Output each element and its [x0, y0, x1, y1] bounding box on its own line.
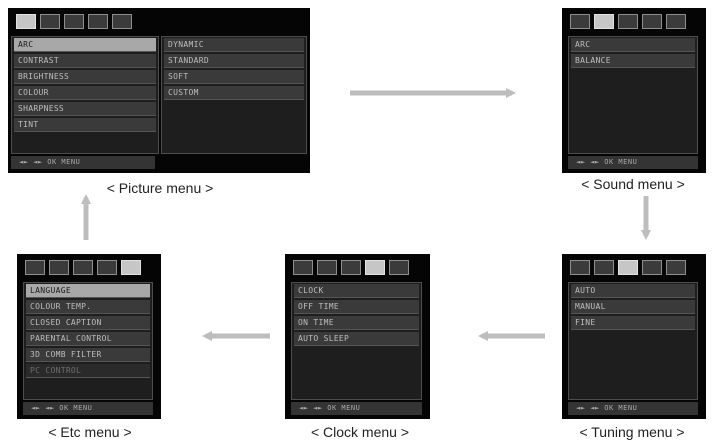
menu-item[interactable]: PARENTAL CONTROL: [26, 332, 150, 346]
clock-icon[interactable]: [642, 260, 662, 275]
menu-tabs: [25, 260, 141, 275]
menu-item[interactable]: SHARPNESS: [14, 102, 156, 116]
picture-icon[interactable]: [570, 260, 590, 275]
tuning-item-panel: AUTO MANUAL FINE: [568, 282, 698, 400]
etc-item-panel: LANGUAGE COLOUR TEMP. CLOSED CAPTION PAR…: [23, 282, 153, 400]
menu-item[interactable]: LANGUAGE: [26, 284, 150, 298]
sound-menu-screen: ARC BALANCE ◄► ◄► OK MENU: [562, 8, 706, 173]
menu-item[interactable]: CLOCK: [294, 284, 419, 298]
etc-menu-screen: LANGUAGE COLOUR TEMP. CLOSED CAPTION PAR…: [17, 254, 161, 419]
menu-item[interactable]: BALANCE: [571, 54, 695, 68]
etc-icon[interactable]: [666, 14, 686, 29]
navigation-hint: ◄► ◄► OK MENU: [568, 156, 698, 169]
submenu-item[interactable]: DYNAMIC: [164, 38, 304, 52]
menu-item[interactable]: CLOSED CAPTION: [26, 316, 150, 330]
sound-icon[interactable]: [594, 14, 614, 29]
tuning-icon[interactable]: [618, 260, 638, 275]
sound-icon[interactable]: [49, 260, 69, 275]
menu-tabs: [293, 260, 409, 275]
menu-item[interactable]: COLOUR TEMP.: [26, 300, 150, 314]
menu-item[interactable]: AUTO SLEEP: [294, 332, 419, 346]
picture-item-panel: ARC CONTRAST BRIGHTNESS COLOUR SHARPNESS…: [11, 36, 159, 154]
sound-icon[interactable]: [40, 14, 60, 29]
submenu-item[interactable]: STANDARD: [164, 54, 304, 68]
menu-item: PC CONTROL: [26, 364, 150, 378]
picture-icon[interactable]: [570, 14, 590, 29]
menu-tabs: [570, 14, 686, 29]
clock-menu-screen: CLOCK OFF TIME ON TIME AUTO SLEEP ◄► ◄► …: [285, 254, 430, 419]
menu-item[interactable]: CONTRAST: [14, 54, 156, 68]
clock-item-panel: CLOCK OFF TIME ON TIME AUTO SLEEP: [291, 282, 422, 400]
sound-icon[interactable]: [317, 260, 337, 275]
submenu-item[interactable]: CUSTOM: [164, 86, 304, 100]
clock-icon[interactable]: [642, 14, 662, 29]
menu-item[interactable]: OFF TIME: [294, 300, 419, 314]
tuning-menu-screen: AUTO MANUAL FINE ◄► ◄► OK MENU: [562, 254, 706, 419]
sound-item-panel: ARC BALANCE: [568, 36, 698, 154]
tuning-icon[interactable]: [618, 14, 638, 29]
tuning-icon[interactable]: [73, 260, 93, 275]
sound-icon[interactable]: [594, 260, 614, 275]
sound-menu-caption: < Sound menu >: [581, 176, 685, 192]
clock-icon[interactable]: [88, 14, 108, 29]
menu-item[interactable]: ARC: [14, 38, 156, 52]
menu-item[interactable]: AUTO: [571, 284, 695, 298]
picture-menu-caption: < Picture menu >: [106, 180, 214, 196]
menu-tabs: [570, 260, 686, 275]
etc-icon[interactable]: [389, 260, 409, 275]
picture-icon[interactable]: [16, 14, 36, 29]
picture-submenu-panel: DYNAMIC STANDARD SOFT CUSTOM: [161, 36, 307, 154]
menu-item[interactable]: ON TIME: [294, 316, 419, 330]
menu-item[interactable]: FINE: [571, 316, 695, 330]
menu-tabs: [16, 14, 132, 29]
tuning-icon[interactable]: [64, 14, 84, 29]
menu-item[interactable]: TINT: [14, 118, 156, 132]
clock-icon[interactable]: [97, 260, 117, 275]
menu-item[interactable]: 3D COMB FILTER: [26, 348, 150, 362]
clock-menu-caption: < Clock menu >: [310, 424, 410, 440]
picture-icon[interactable]: [293, 260, 313, 275]
navigation-hint: ◄► ◄► OK MENU: [11, 156, 155, 169]
navigation-hint: ◄► ◄► OK MENU: [291, 402, 422, 415]
etc-icon[interactable]: [666, 260, 686, 275]
navigation-hint: ◄► ◄► OK MENU: [568, 402, 698, 415]
tuning-icon[interactable]: [341, 260, 361, 275]
menu-item[interactable]: COLOUR: [14, 86, 156, 100]
tuning-menu-caption: < Tuning menu >: [579, 424, 685, 440]
navigation-hint: ◄► ◄► OK MENU: [23, 402, 153, 415]
menu-item[interactable]: ARC: [571, 38, 695, 52]
picture-menu-screen: ARC CONTRAST BRIGHTNESS COLOUR SHARPNESS…: [8, 8, 310, 173]
etc-icon[interactable]: [112, 14, 132, 29]
clock-icon[interactable]: [365, 260, 385, 275]
menu-item[interactable]: MANUAL: [571, 300, 695, 314]
etc-icon[interactable]: [121, 260, 141, 275]
submenu-item[interactable]: SOFT: [164, 70, 304, 84]
menu-item[interactable]: BRIGHTNESS: [14, 70, 156, 84]
picture-icon[interactable]: [25, 260, 45, 275]
etc-menu-caption: < Etc menu >: [48, 424, 132, 440]
